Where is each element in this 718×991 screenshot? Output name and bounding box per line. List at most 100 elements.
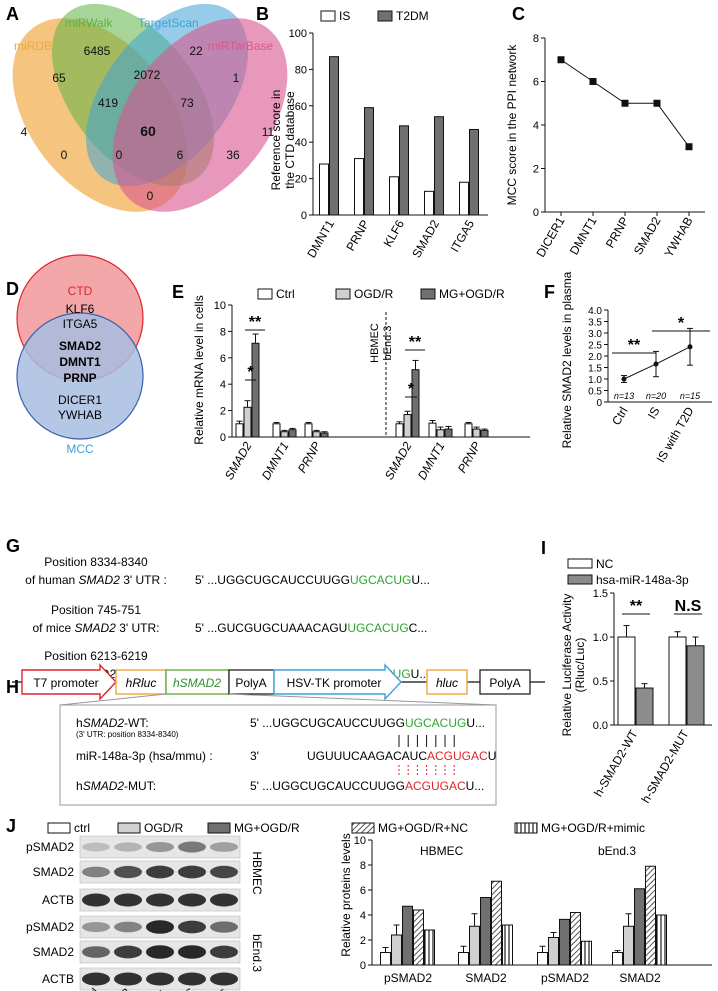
panel-j-letter: J (6, 816, 16, 836)
polya-box-2 (479, 669, 531, 695)
venn-count: 419 (98, 96, 118, 110)
e-y-tick-label: 8 (220, 326, 226, 338)
bar (354, 158, 364, 216)
bar (459, 181, 469, 216)
venn-count: 0 (116, 148, 123, 162)
legend-j-label: OGD/R (144, 821, 184, 835)
legend-is-swatch (320, 10, 336, 22)
bar (656, 914, 667, 966)
legend-j-swatch (351, 822, 375, 834)
j-y-tick-label: 6 (360, 885, 366, 897)
mut-sequence: 5' ...UGGCUGCAUCCUUGGACGUGACU... (250, 779, 484, 793)
blot-band (114, 921, 142, 933)
hsmad2-label: hSMAD2 (173, 676, 221, 690)
blot-band (114, 945, 142, 959)
i-y-tick-label: 0.0 (593, 720, 608, 732)
panel-b-letter: B (256, 4, 269, 24)
blot-lane-label: — (149, 986, 165, 991)
x-tick-label: PRNP (295, 440, 324, 476)
legend-j-swatch (47, 822, 71, 834)
legend-j-swatch (514, 822, 538, 834)
blot-band (210, 865, 238, 879)
utr-sequence: 5' ...GUCGUGCUAAACAGUUGCACUGC... (195, 621, 427, 635)
wt-sequence: 5' ...UGGCUGCAUCCUUGGUGCACUGU... (250, 716, 485, 730)
x-tick-label: DMNT1 (567, 214, 600, 257)
utr-species-label: of human SMAD2 3' UTR : (25, 573, 167, 587)
x-tick-label: IS (645, 405, 663, 422)
hrluc-box (115, 669, 167, 695)
data-point (621, 99, 629, 107)
venn-label-mirdb: miRDB (14, 39, 52, 53)
utr-species-label: of mice SMAD2 3' UTR: (33, 621, 160, 635)
bar (668, 636, 687, 726)
data-point (557, 56, 565, 64)
f-y-tick-label: 2.0 (588, 352, 602, 363)
x-tick-label: SMAD2 (465, 971, 507, 985)
blot-row-label: pSMAD2 (26, 920, 74, 934)
blot-band (82, 921, 110, 933)
b-y-tick-label: 40 (295, 137, 307, 149)
sig-mark: * (247, 364, 254, 381)
panel-b-ylabel-line1: Reference score in (269, 90, 283, 191)
bar (612, 952, 623, 966)
sig-mark: ** (628, 337, 641, 354)
n-label: n=20 (646, 391, 666, 401)
blot-band (178, 841, 206, 853)
bar (424, 190, 434, 216)
bar (570, 912, 581, 966)
legend-ctrl-swatch (257, 288, 273, 300)
blot-row-label: SMAD2 (33, 945, 75, 959)
j-y-tick-label: 4 (360, 910, 366, 922)
venn-item-shared: SMAD2 (59, 339, 101, 353)
legend-mimic-label: hsa-miR-148a-3p (596, 573, 689, 587)
blot-lane-label: NC (178, 986, 197, 991)
x-tick-label: PRNP (455, 440, 484, 476)
panel-d: D CTD KLF6 ITGA5 SMAD2 DMNT1 PRNP DICER1… (6, 254, 144, 456)
panel-i-ylabel-line2: (Rluc/Luc) (573, 638, 587, 693)
venn-count: 4 (21, 125, 28, 139)
blot-band (114, 842, 142, 852)
venn-item: KLF6 (66, 302, 95, 316)
legend-mg-ogdr-label: MG+OGD/R (439, 287, 505, 301)
e-y-tick-label: 6 (220, 353, 226, 365)
venn-count: 6485 (84, 44, 111, 58)
zoom-lines (59, 693, 497, 706)
polya-label-2: PolyA (489, 676, 520, 690)
bar (464, 423, 473, 438)
bar (380, 952, 391, 966)
bar (480, 897, 491, 966)
venn-label-targetscan: TargetScan (138, 16, 199, 30)
x-tick-label: SMAD2 (619, 971, 661, 985)
venn-count: 36 (226, 148, 240, 162)
x-tick-label: h-SMAD2-MUT (638, 727, 691, 806)
legend-nc-label: NC (596, 557, 614, 571)
x-tick-label: SMAD2 (222, 439, 255, 482)
b-y-tick-label: 20 (295, 174, 307, 186)
blot-band (178, 972, 206, 986)
subgroup-label: HBMEC (420, 844, 464, 858)
i-y-tick-label: 1.0 (593, 632, 608, 644)
bar (411, 369, 420, 438)
venn-count: 60 (140, 123, 156, 139)
blot-band (146, 865, 174, 879)
bar (399, 125, 409, 216)
data-point (621, 376, 627, 382)
data-point (687, 344, 693, 350)
venn-count: 11 (262, 125, 275, 139)
sig-mark: * (678, 315, 685, 332)
blot-band (178, 920, 206, 934)
legend-mg-ogdr-swatch (420, 288, 436, 300)
x-tick-label: KLF6 (381, 217, 408, 249)
venn-item: ITGA5 (63, 317, 98, 331)
j-y-tick-label: 0 (360, 960, 366, 972)
panel-f-ylabel: Relative SMAD2 levels in plasma (560, 271, 574, 448)
x-tick-label: ITGA5 (448, 217, 478, 254)
data-point (653, 99, 661, 107)
legend-t2dm-label: T2DM (396, 9, 429, 23)
hluc-box (426, 669, 468, 695)
bar (444, 428, 453, 438)
bar (402, 905, 413, 966)
blot-row-label: ACTB (42, 893, 74, 907)
legend-ctrl-label: Ctrl (276, 287, 295, 301)
